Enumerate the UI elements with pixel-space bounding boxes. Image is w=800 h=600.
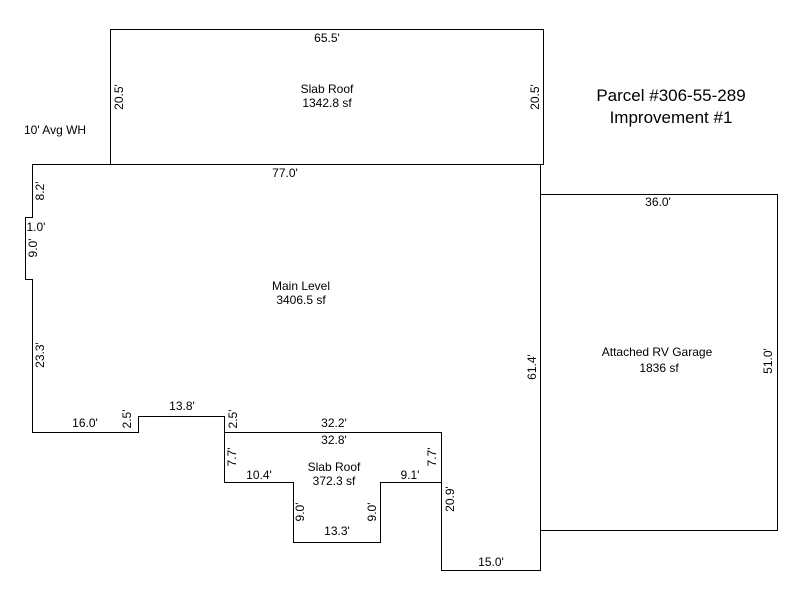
rv-garage-area: 1836 sf [639,361,679,375]
dim-garage-width: 36.0' [645,195,671,209]
avg-wall-height-note: 10' Avg WH [24,123,86,137]
dim-bump-right-ledge: 9.1' [401,468,420,482]
dim-bump-left-drop: 7.7' [225,448,239,467]
dim-main-notch-height: 9.0' [26,239,40,258]
improvement-title: Improvement #1 [610,108,733,127]
dim-main-bottom-left: 16.0' [72,416,98,430]
dim-step-top: 13.8' [169,399,195,413]
slab-roof-bottom-outline [224,432,442,483]
dim-garage-height: 51.0' [761,348,775,374]
main-level-outline [25,164,541,571]
dim-slab-right-height: 20.5' [528,84,542,110]
dim-main-top-width: 77.0' [272,166,298,180]
dim-recess-right: 9.0' [365,503,379,522]
dim-main-left-upper: 8.2' [33,182,47,201]
dim-step-right-drop: 2.5' [226,410,240,429]
dim-slab-top-width: 65.5' [314,31,340,45]
slab-roof-bottom-name: Slab Roof [308,460,361,474]
rv-garage-name: Attached RV Garage [602,345,713,359]
dim-bump-right-drop: 7.7' [425,448,439,467]
slab-roof-top-name: Slab Roof [301,82,354,96]
dim-recess-left: 9.0' [293,503,307,522]
dim-recess-bottom: 13.3' [324,524,350,538]
parcel-title: Parcel #306-55-289 [596,86,745,105]
dim-bump-top-outer: 32.2' [321,416,347,430]
main-level-name: Main Level [272,279,330,293]
dim-step-left-rise: 2.5' [120,410,134,429]
slab-roof-top-area: 1342.8 sf [302,96,352,110]
dim-bump-left-ledge: 10.4' [246,468,272,482]
slab-roof-bottom-area: 372.3 sf [313,474,356,488]
dim-tail-bottom: 15.0' [478,555,504,569]
rv-garage-outline [540,194,778,531]
dim-main-notch-depth: 1.0' [27,220,46,234]
dim-main-right-height: 61.4' [525,354,539,380]
dim-tail-height: 20.9' [443,486,457,512]
dim-bump-top-inner: 32.8' [321,433,347,447]
main-level-area: 3406.5 sf [276,293,326,307]
dim-slab-left-height: 20.5' [112,84,126,110]
dim-main-left-lower: 23.3' [33,342,47,368]
